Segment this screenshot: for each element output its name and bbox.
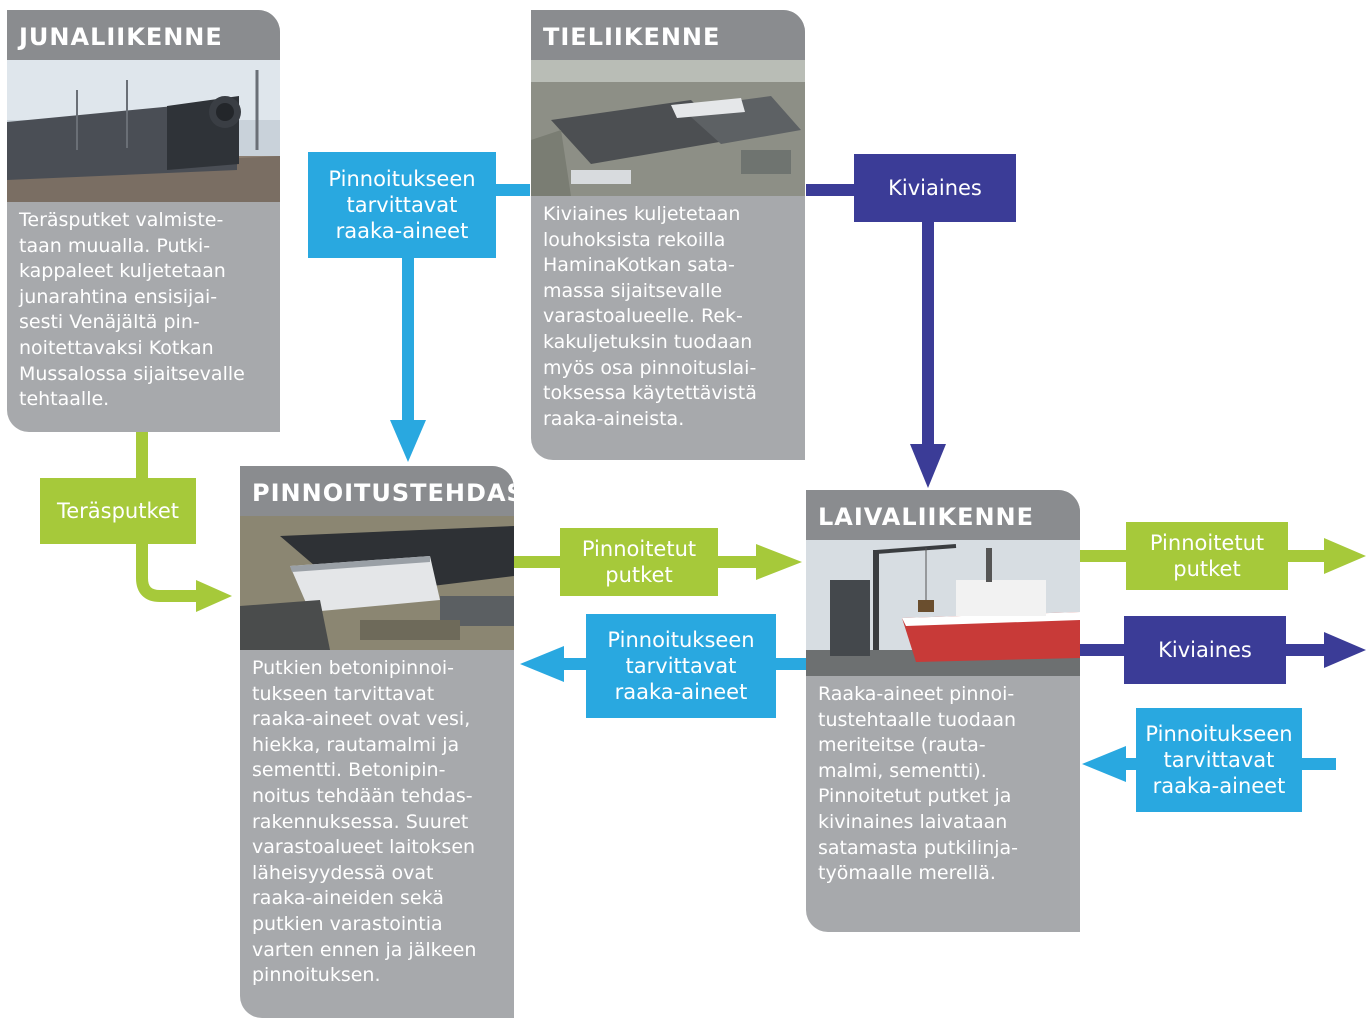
ship-harbor-photo	[806, 540, 1080, 676]
card-laivaliikenne: LAIVALIIKENNE Raaka-aineet pinnoi- tuste…	[806, 490, 1080, 932]
arrow-aggregate-out	[1080, 632, 1366, 668]
arrow-coated-pipes-plant-to-ship	[514, 544, 802, 580]
arrow-coated-pipes-out	[1080, 538, 1366, 574]
label-aggregate-out: Kiviaines	[1124, 616, 1286, 684]
arrow-steel-pipes	[136, 432, 232, 612]
label-raw-materials-top: Pinnoitukseen tarvittavat raaka-aineet	[308, 152, 496, 258]
card-title: JUNALIIKENNE	[7, 10, 280, 60]
card-tieliikenne: TIELIIKENNE Kiviaines kuljetetaan louhok…	[531, 10, 805, 460]
label-coated-pipes-middle: Pinnoitetut putket	[560, 528, 718, 596]
card-description: Raaka-aineet pinnoi- tustehtaalle tuodaa…	[818, 683, 1019, 885]
card-description: Putkien betonipinnoi- tukseen tarvittava…	[252, 657, 477, 987]
label-raw-materials-in: Pinnoitukseen tarvittavat raaka-aineet	[1136, 708, 1302, 812]
train-photo	[7, 60, 280, 202]
coating-plant-photo	[240, 516, 514, 650]
label-aggregate-top: Kiviaines	[854, 154, 1016, 222]
card-title: TIELIIKENNE	[531, 10, 805, 60]
arrow-aggregate-road-to-ship	[806, 184, 946, 488]
card-description: Kiviaines kuljetetaan louhoksista rekoil…	[543, 203, 757, 430]
label-steel-pipes: Teräsputket	[40, 478, 196, 544]
card-title: LAIVALIIKENNE	[806, 490, 1080, 540]
label-raw-materials-middle: Pinnoitukseen tarvittavat raaka-aineet	[586, 614, 776, 718]
arrow-raw-materials-in	[1082, 746, 1336, 782]
aerial-storage-photo	[531, 60, 805, 196]
card-description: Teräsputket valmiste- taan muualla. Putk…	[19, 209, 245, 411]
card-junaliikenne: JUNALIIKENNE Teräsputket valmiste- taan …	[7, 10, 280, 432]
arrow-raw-materials-ship-to-plant	[520, 646, 806, 682]
label-coated-pipes-out: Pinnoitetut putket	[1126, 522, 1288, 590]
card-pinnoitustehdas: PINNOITUSTEHDAS Putkien betonipinnoi- tu…	[240, 466, 514, 1018]
card-title: PINNOITUSTEHDAS	[240, 466, 514, 516]
arrow-raw-materials-road-to-plant	[390, 184, 530, 462]
